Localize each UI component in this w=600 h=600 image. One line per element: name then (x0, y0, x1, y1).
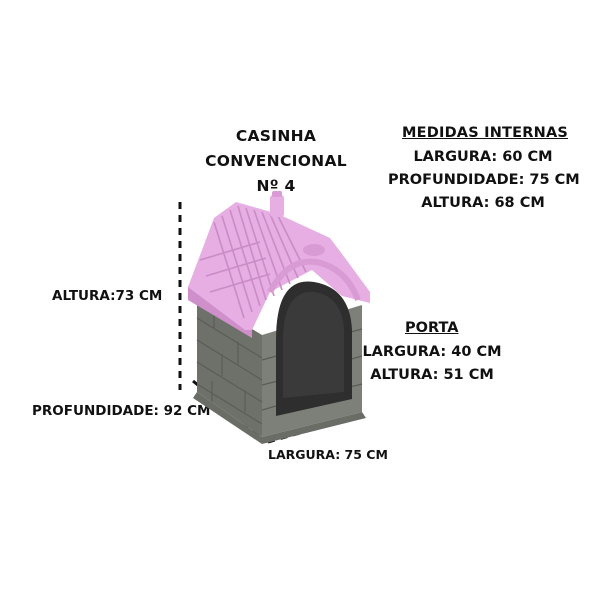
door-width: LARGURA: 40 CM (362, 344, 502, 360)
brand-logo-icon (303, 244, 325, 256)
roof-chimney (270, 195, 284, 217)
internal-height: ALTURA: 68 CM (421, 195, 545, 211)
house-base (193, 392, 366, 444)
internal-depth: PROFUNDIDADE: 75 CM (388, 172, 580, 188)
product-title: CASINHA CONVENCIONAL Nº 4 (200, 124, 352, 199)
product-title-line-3: Nº 4 (256, 177, 296, 195)
external-width-label: LARGURA: 75 CM (268, 447, 388, 462)
house-roof (188, 202, 370, 332)
external-depth-label: PROFUNDIDADE: 92 CM (32, 403, 211, 419)
product-title-line-2: CONVENCIONAL (205, 152, 347, 170)
door-height: ALTURA: 51 CM (370, 367, 494, 383)
roof-arch-trim (267, 258, 361, 302)
brick-pattern (196, 306, 363, 425)
dog-house (188, 191, 370, 444)
internal-width: LARGURA: 60 CM (413, 149, 553, 165)
door-inner-shadow (283, 291, 344, 398)
roof-side-edge (188, 287, 252, 338)
door-heading: PORTA (405, 320, 459, 336)
external-height-label: ALTURA:73 CM (52, 288, 163, 304)
product-title-line-1: CASINHA (235, 127, 317, 145)
internal-measures-heading: MEDIDAS INTERNAS (402, 125, 569, 141)
roof-chimney-cap (272, 191, 282, 197)
